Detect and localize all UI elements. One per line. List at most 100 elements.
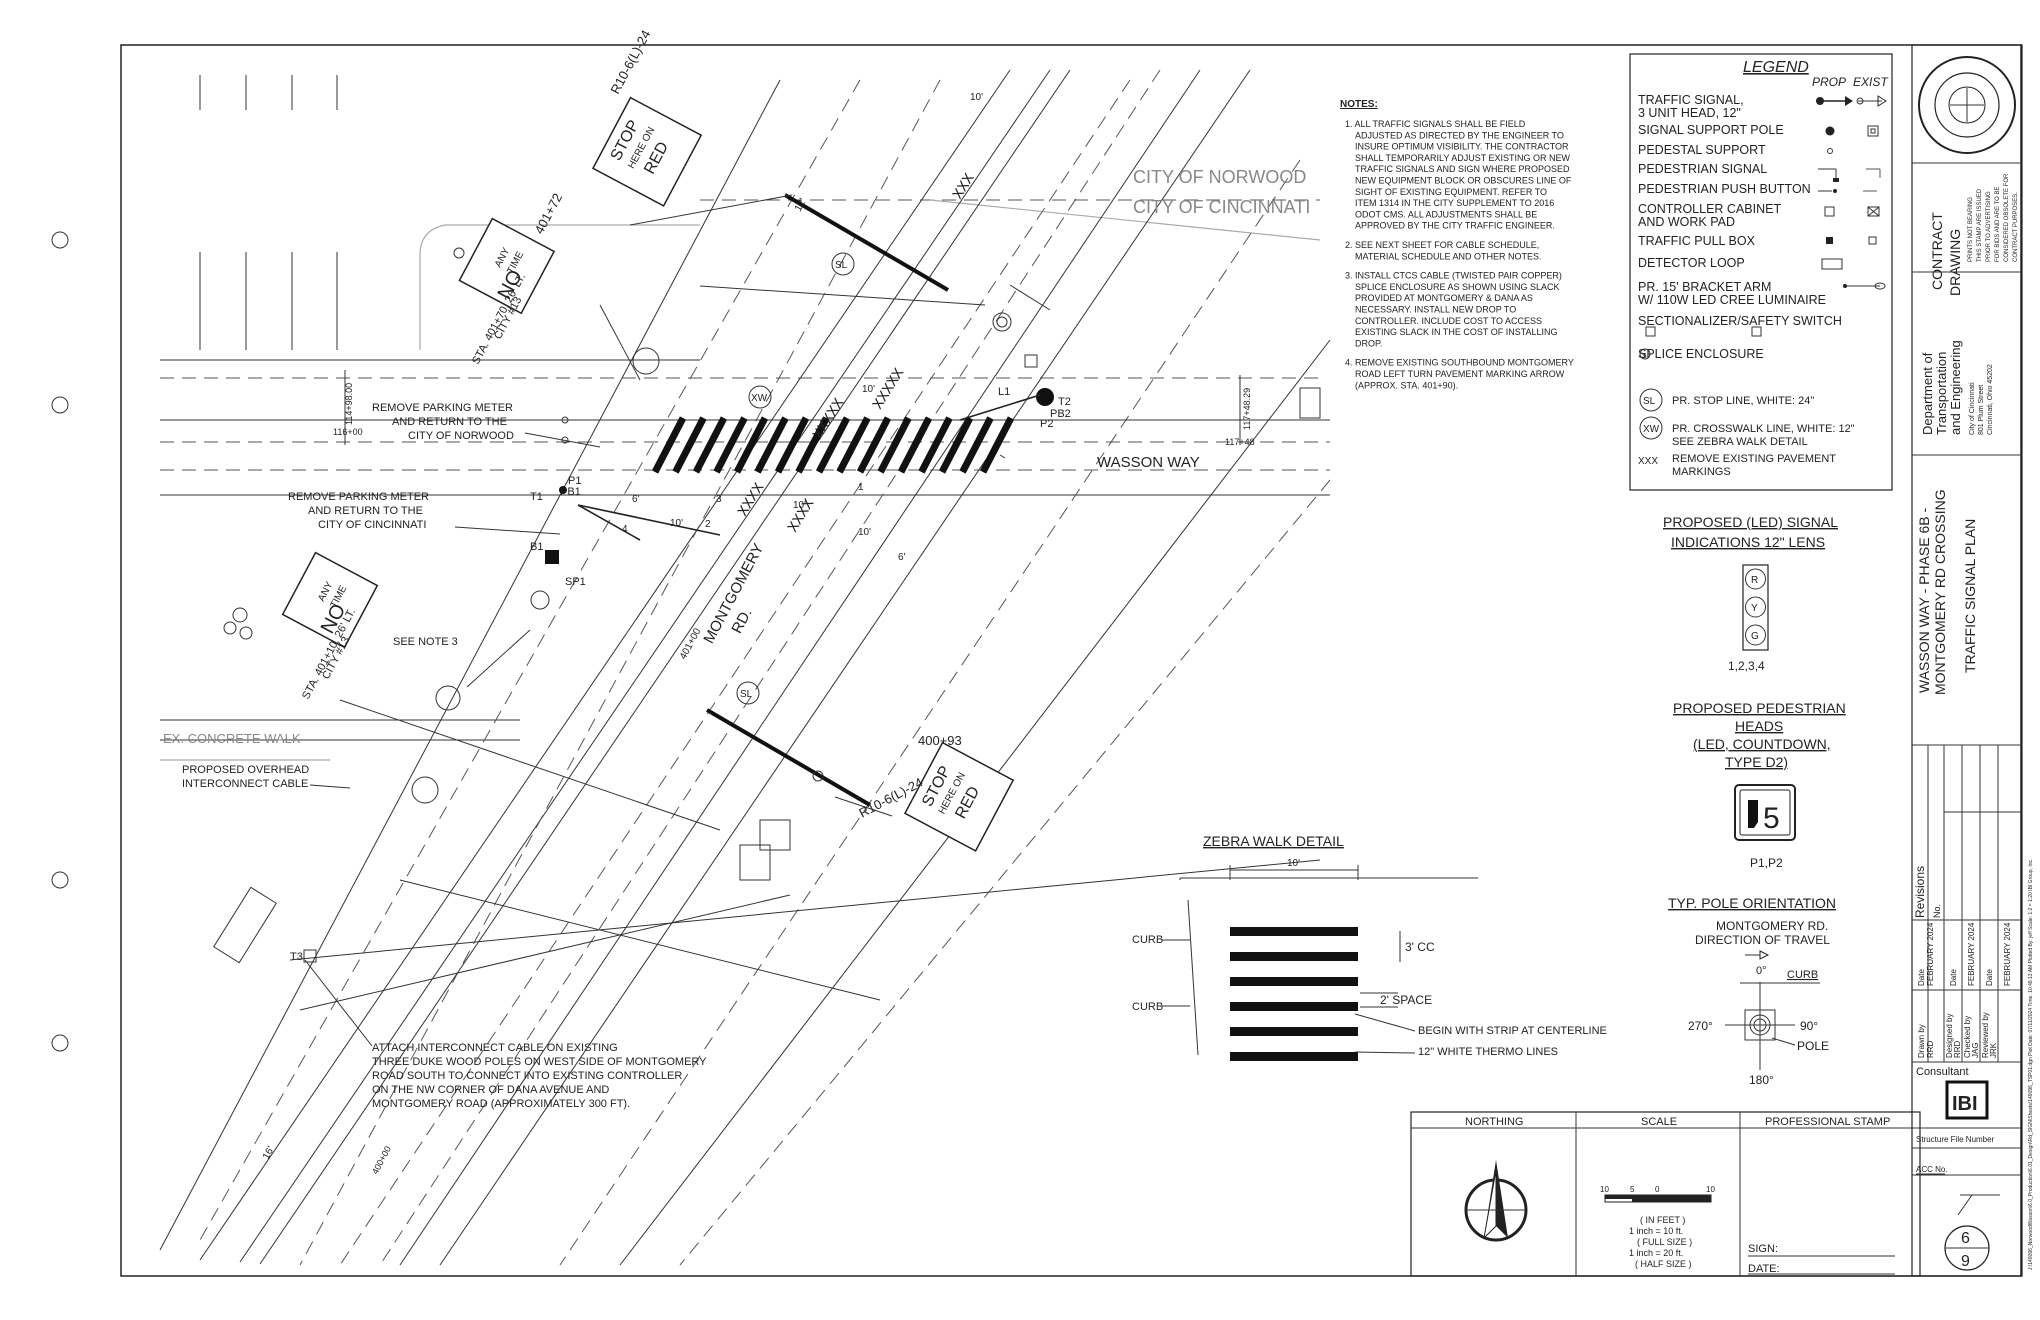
label-t3: T3 [290,951,303,963]
scale-text-1: ( IN FEET ) [1640,1215,1685,1225]
crosswalk-bar [733,416,769,474]
dim-6b: 6' [898,552,906,563]
dim-10c: 10' [858,527,871,538]
checked-by-label: Checked by [1963,1016,1972,1058]
signal-lens [1745,596,1766,618]
legend-item-9: W/ 110W LED CREE LUMINAIRE [1638,293,1826,307]
scale-header: SCALE [1641,1116,1677,1128]
meter-norwood-callout-3: CITY OF NORWOOD [408,430,514,442]
ped-head-detail: PROPOSED PEDESTRIAN HEADS (LED, COUNTDOW… [1673,700,1846,870]
crosswalk-bar [651,416,687,474]
station-401: 401+00 [678,626,704,661]
scale-tick-10b: 10 [1706,1185,1715,1194]
general-notes: NOTES: 1. ALL TRAFFIC SIGNALS SHALL BE F… [1340,99,1574,390]
zebra-curb-a: CURB [1132,934,1163,946]
meter-norwood-callout-1: REMOVE PARKING METER [372,402,513,414]
note-1-line: APPROVED BY THE CITY TRAFFIC ENGINEER. [1355,221,1555,231]
meter-cinci-callout-1: REMOVE PARKING METER [288,491,429,503]
attach-cable-note-3: ROAD SOUTH TO CONNECT INTO EXISTING CONT… [372,1070,682,1082]
pole-sub-1: MONTGOMERY RD. [1716,919,1828,933]
sheet-total: 9 [1961,1253,1970,1270]
scale-tick-5: 5 [1630,1185,1635,1194]
ped-detail-ids: P1,P2 [1750,856,1783,870]
plan-view: XXXX XXXX XXXXX XXXXX XXX [159,69,1331,1266]
sheet-border [120,44,2022,1277]
scale-text-3: ( FULL SIZE ) [1637,1237,1692,1247]
project-line-2: MONTGOMERY RD CROSSING [1932,489,1948,695]
crosswalk-bar [672,416,707,474]
note-1-line: INSURE OPTIMUM VISIBILITY. THE CONTRACTO… [1355,142,1569,152]
legend-item-1: TRAFFIC SIGNAL, [1638,93,1744,107]
signal-detail-ids: 1,2,3,4 [1728,659,1765,673]
note-3-line: SPLICE ENCLOSURE AS SHOWN USING SLACK [1355,282,1560,292]
zebra-detail-bar [1230,927,1358,936]
dept-line-1: Department of [1920,352,1935,435]
date-value-1: FEBRUARY 2024 [1926,922,1935,986]
zebra-space: 2' SPACE [1380,993,1432,1007]
station-116: 116+00 [333,427,363,437]
note-4-line: ROAD LEFT TURN PAVEMENT MARKING ARROW [1355,369,1565,379]
pole-angle-0: 0° [1756,965,1767,977]
revisions-grid [1912,745,2022,1062]
note-3-line: 3. INSTALL CTCS CABLE (TWISTED PAIR COPP… [1345,271,1562,281]
legend-item-8: DETECTOR LOOP [1638,256,1745,270]
ped-detail-title-3: (LED, COUNTDOWN, [1693,736,1831,752]
legend-title: LEGEND [1743,59,1809,76]
designed-by-label: Designed by [1945,1014,1954,1058]
station-114: 114+98.00 [344,383,354,425]
contract-note-line: THIS STAMP ARE ISSUED [1977,188,1983,262]
sign-stop-here-bottom: STOP HERE ON RED [903,741,1015,852]
svg-text:XXX: XXX [950,171,979,203]
legend-mark-symbol [1639,416,1663,440]
pole-orientation-detail: TYP. POLE ORIENTATION MONTGOMERY RD. DIR… [1668,895,1836,1087]
legend-mark-text: PR. STOP LINE, WHITE: 24" [1672,395,1814,407]
legend-item-6: AND WORK PAD [1638,215,1735,229]
meter-norwood-callout-2: AND RETURN TO THE [392,416,507,428]
legend-mark-text: REMOVE EXISTING PAVEMENT [1672,453,1836,465]
label-pb2: PB2 [1050,408,1071,420]
legend-item-9: PR. 15' BRACKET ARM [1638,280,1771,294]
city-seal-icon [1918,56,2016,154]
signal-lens-letter: Y [1751,603,1758,614]
legend-mark-text: PR. CROSSWALK LINE, WHITE: 12" [1672,423,1855,435]
station-117: 117+48 [1225,437,1255,447]
zebra-walk-detail: ZEBRA WALK DETAIL 10' CURB CURB 3' CC 2'… [1132,833,1607,1061]
sign-no-parking-top: NO ANY TIME [458,217,556,315]
drawn-by-init: RRD [1926,1040,1935,1058]
label-phase-4: 4 [622,524,628,535]
legend-item-10: SECTIONALIZER/SAFETY SWITCH [1638,314,1842,328]
station-400: 400+00 [370,1144,393,1175]
file-path: J:\149096_NorwoodWasson\6.0_Production\6… [2028,859,2034,1270]
dim-10a: 10' [670,518,683,529]
label-t1: T1 [530,491,543,503]
notes-title: NOTES: [1340,99,1378,110]
label-b1: B1 [530,541,543,553]
label-phase-2: 2 [705,519,711,530]
attach-cable-note-5: MONTGOMERY ROAD (APPROXIMATELY 300 FT). [372,1098,630,1110]
label-p1: P1 [568,475,581,487]
acc-no-label: ACC No. [1916,1165,1948,1174]
date-value-3: FEBRUARY 2024 [2003,922,2012,986]
contract-line-2: DRAWING [1947,229,1963,296]
scale-text-5: ( HALF SIZE ) [1635,1259,1692,1269]
crosswalk-bar [692,416,728,474]
dept-sub-2: 801 Plum Street [1978,385,1985,435]
dept-line-2: Transportation [1934,352,1949,435]
scale-tick-0: 0 [1655,1185,1660,1194]
dim-16: 16' [261,1145,277,1162]
legend-mark-text: SEE ZEBRA WALK DETAIL [1672,436,1808,448]
pole-angle-270: 270° [1688,1019,1713,1033]
station-117-29: 117+48.29 [1242,388,1252,430]
zebra-detail-bar [1230,952,1358,961]
note-1-line: SIGHT OF EXISTING EQUIPMENT. REFER TO [1355,187,1547,197]
note-2-line: MATERIAL SCHEDULE AND OTHER NOTES. [1355,251,1542,261]
legend-item-1: 3 UNIT HEAD, 12" [1638,106,1741,120]
sheet-number: 6 [1961,1230,1970,1247]
drawn-by-label: Drawn by [1917,1024,1926,1058]
consultant-logo [1945,1080,1989,1120]
crosswalk-bar [918,416,953,474]
signal-detail-title-1: PROPOSED (LED) SIGNAL [1663,514,1838,530]
contract-note-line: FOR BIDS AND ARE TO BE [1995,187,2001,262]
signal-lens [1745,568,1766,590]
